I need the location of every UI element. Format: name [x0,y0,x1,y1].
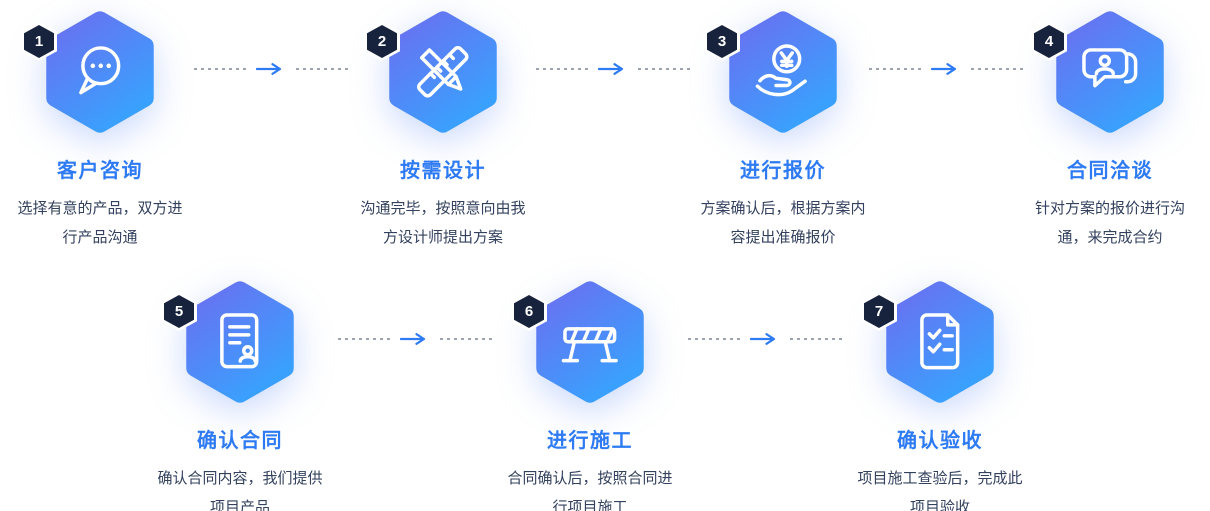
dash-line [296,68,348,70]
dash-line [869,68,921,70]
connector-step3-step4 [869,62,1023,76]
step-title: 合同洽谈 [1067,160,1153,182]
step-customer-consultation: 1 客户咨询 选择有意的产品，双方进 行产品沟通 [0,8,215,252]
step-number: 3 [707,25,737,58]
step-number: 5 [164,295,194,328]
step-title: 确认合同 [197,430,283,452]
hexagon-shape [46,11,154,133]
hexagon-tile: 7 [861,278,1001,406]
step-design: 2 按需设计 沟通完毕，按照意向由我 方设计师提出方案 [328,8,558,252]
step-quotation: 3 进行报价 方案确认后，根据方案内 容提出准确报价 [668,8,898,252]
step-title: 确认验收 [897,430,983,452]
hexagon-shape [886,281,994,403]
step-number: 6 [514,295,544,328]
pencil-ruler-icon [417,46,469,98]
step-number-badge: 2 [364,22,400,61]
hexagon-tile: 3 [704,8,844,136]
dash-line [194,68,246,70]
coin-hand-icon [755,44,807,97]
step-acceptance: 7 确认验收 项目施工查验后，完成此 项目验收 [825,278,1055,511]
connector-step2-step3 [536,62,690,76]
step-number: 4 [1034,25,1064,58]
arrow-right-icon [400,333,426,345]
step-description: 合同确认后，按照合同进 行项目施工 [507,470,673,511]
checklist-icon [920,313,960,370]
arrow-right-icon [931,63,957,75]
step-description: 针对方案的报价进行沟 通，来完成合约 [1034,200,1185,246]
contract-document-icon [220,313,259,369]
chat-icon [79,46,121,95]
step-description: 确认合同内容，我们提供 项目产品 [157,470,323,511]
hexagon-shape [186,281,294,403]
step-description: 沟通完毕，按照意向由我 方设计师提出方案 [360,200,526,246]
person-bubble-icon [1082,48,1138,88]
hexagon-shape [729,11,837,133]
step-title: 客户咨询 [57,160,143,182]
step-number: 7 [864,295,894,328]
step-number-badge: 5 [161,292,197,331]
step-contract-negotiation: 4 合同洽谈 针对方案的报价进行沟 通，来完成合约 [995,8,1210,252]
arrow-right-icon [256,63,282,75]
hexagon-tile: 4 [1031,8,1171,136]
dash-line [638,68,690,70]
hexagon-tile: 1 [21,8,161,136]
step-number: 2 [367,25,397,58]
hexagon-shape [1056,11,1164,133]
step-title: 进行施工 [547,430,633,452]
step-contract-confirmation: 5 确认合同 确认合同内容，我们提供 项目产品 [125,278,355,511]
step-number-badge: 6 [511,292,547,331]
connector-step5-step6 [338,332,492,346]
connector-step1-step2 [194,62,348,76]
step-description: 项目施工查验后，完成此 项目验收 [857,470,1023,511]
dash-line [338,338,390,340]
dash-line [790,338,842,340]
hexagon-shape [389,11,497,133]
step-number-badge: 1 [21,22,57,61]
step-number-badge: 7 [861,292,897,331]
dash-line [440,338,492,340]
step-description: 选择有意的产品，双方进 行产品沟通 [17,200,183,246]
step-number: 1 [24,25,54,58]
step-number-badge: 3 [704,22,740,61]
step-number-badge: 4 [1031,22,1067,61]
dash-line [971,68,1023,70]
step-construction: 6 进行施工 合同确认后，按照合同进 行项目施工 [475,278,705,511]
connector-step6-step7 [688,332,842,346]
hexagon-tile: 5 [161,278,301,406]
hexagon-shape [536,281,644,403]
step-title: 进行报价 [740,160,826,182]
hexagon-tile: 6 [511,278,651,406]
dash-line [536,68,588,70]
construction-barrier-icon [561,327,618,363]
hexagon-tile: 2 [364,8,504,136]
step-title: 按需设计 [400,160,486,182]
arrow-right-icon [750,333,776,345]
step-description: 方案确认后，根据方案内 容提出准确报价 [700,200,866,246]
arrow-right-icon [598,63,624,75]
dash-line [688,338,740,340]
